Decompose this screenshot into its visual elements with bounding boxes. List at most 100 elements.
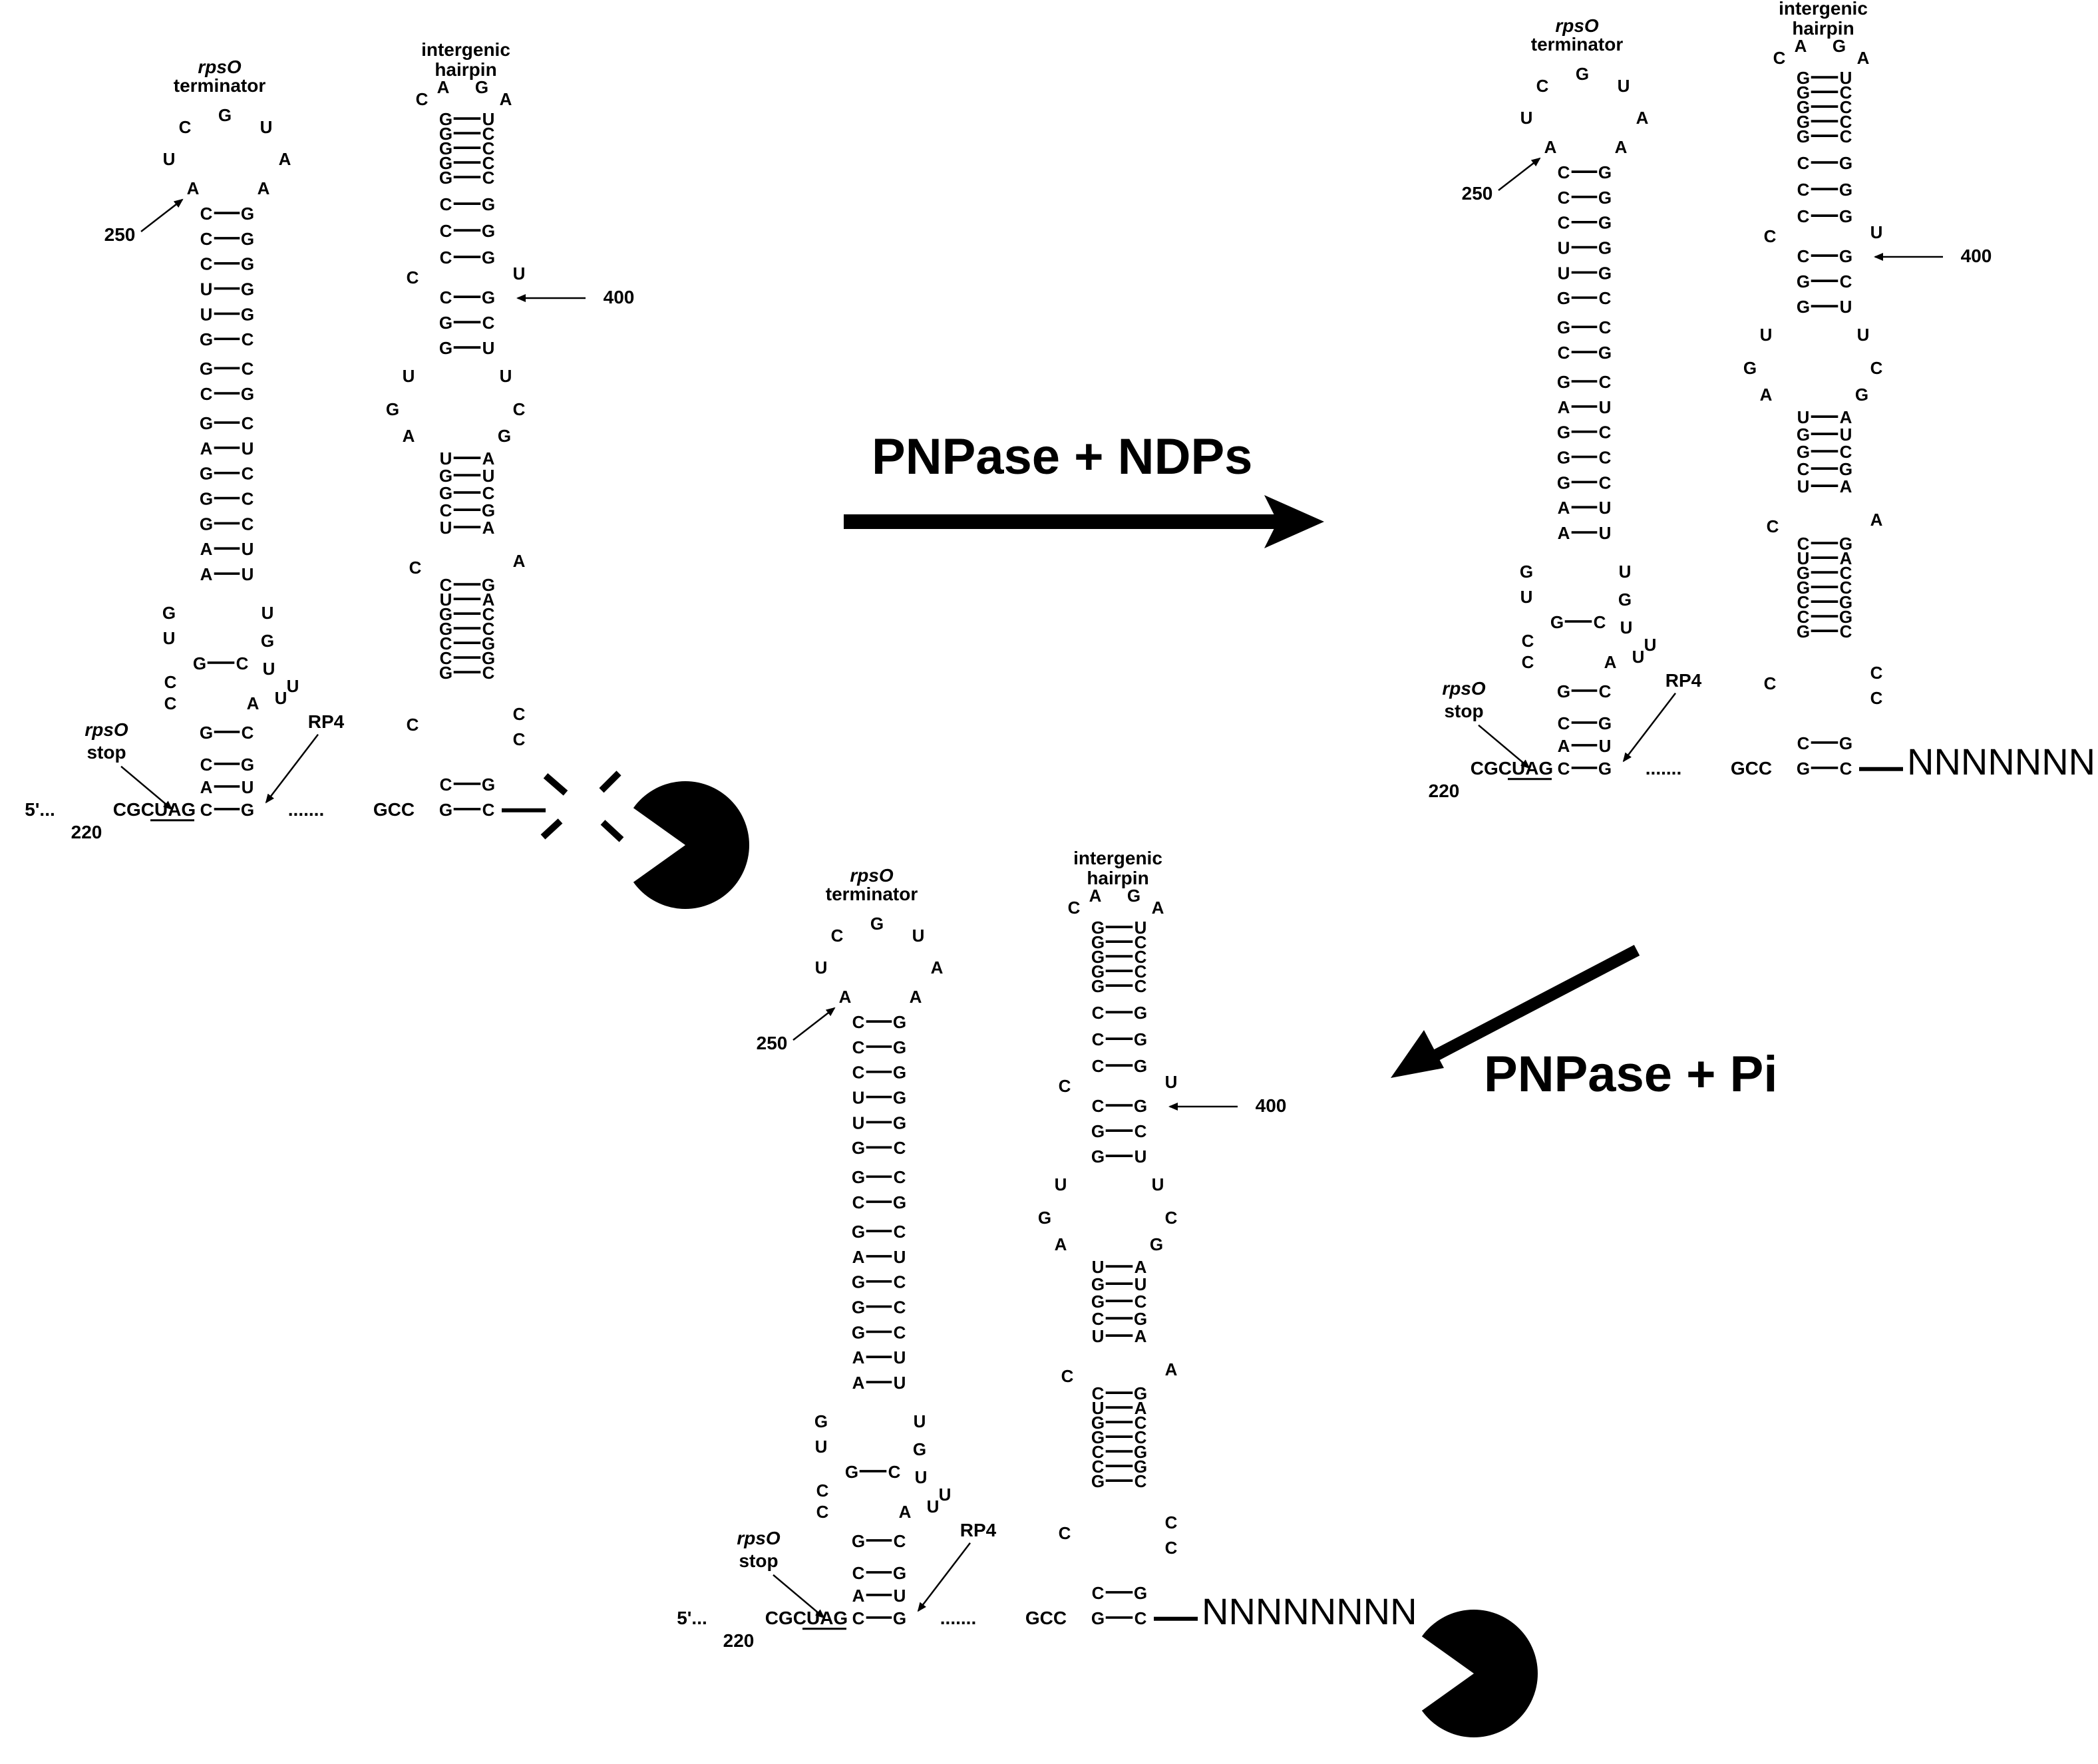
nucleotide: C xyxy=(200,384,213,404)
nucleotide: U xyxy=(1092,1326,1105,1346)
nucleotide: A xyxy=(1152,898,1164,918)
nucleotide: U xyxy=(1165,1072,1178,1092)
nucleotide: C xyxy=(1135,1427,1147,1447)
nucleotide: C xyxy=(1135,1413,1147,1433)
nucleotide: A xyxy=(482,448,495,468)
nucleotide: C xyxy=(852,1192,865,1212)
nucleotide: G xyxy=(1550,612,1564,632)
start-sequence: CGCUAG xyxy=(1471,758,1553,779)
terminator-label-rpso: rpsO xyxy=(1555,15,1599,36)
nucleotide: C xyxy=(1840,442,1852,462)
nucleotide: C xyxy=(1536,76,1549,96)
nucleotide: U xyxy=(894,1247,906,1267)
position-220-label: 220 xyxy=(723,1630,755,1651)
nucleotide: A xyxy=(1840,548,1852,568)
nucleotide: G xyxy=(1797,112,1810,132)
nucleotide: C xyxy=(513,704,526,724)
terminator-label-rpso: rpsO xyxy=(198,57,242,77)
nucleotide: G xyxy=(1134,1029,1147,1049)
nucleotide: C xyxy=(409,558,422,578)
nucleotide: U xyxy=(1797,548,1810,568)
nucleotide: G xyxy=(852,1272,865,1292)
nucleotide: G xyxy=(200,413,213,433)
nucleotide: G xyxy=(1091,1413,1105,1433)
nucleotide: C xyxy=(894,1138,906,1158)
nucleotide: C xyxy=(440,575,452,595)
nucleotide: G xyxy=(852,1138,865,1158)
nucleotide: C xyxy=(894,1167,906,1187)
rp4-pointer xyxy=(265,734,319,804)
nucleotide: U xyxy=(852,1113,865,1133)
terminator-label: terminator xyxy=(826,884,918,904)
terminator-label: terminator xyxy=(174,75,266,96)
start-sequence: CGCUAG xyxy=(113,799,196,820)
nucleotide: G xyxy=(1797,578,1810,598)
nucleotide: C xyxy=(1558,213,1570,233)
nucleotide: C xyxy=(200,755,213,775)
nucleotide: G xyxy=(1091,962,1105,981)
nucleotide: C xyxy=(1061,1366,1074,1386)
nucleotide: U xyxy=(912,926,925,946)
nucleotide: G xyxy=(1150,1234,1163,1254)
nucleotide: A xyxy=(187,178,200,198)
nucleotide: G xyxy=(1091,976,1105,996)
nucleotide: C xyxy=(440,500,452,520)
nucleotide: C xyxy=(513,729,526,749)
pnpase-enzyme-icon xyxy=(633,781,750,910)
nucleotide: G xyxy=(893,1608,906,1628)
nucleotide: C xyxy=(888,1462,901,1482)
nucleotide: U xyxy=(260,117,273,137)
nucleotide: C xyxy=(1135,1292,1147,1312)
nucleotide: G xyxy=(439,483,452,503)
nucleotide: G xyxy=(439,109,452,129)
nucleotide: U xyxy=(1092,1257,1105,1277)
nucleotide: A xyxy=(1615,137,1628,157)
nucleotide: G xyxy=(1576,64,1589,84)
nucleotide: G xyxy=(439,663,452,683)
nucleotide: C xyxy=(1599,372,1612,392)
nucleotide: C xyxy=(242,464,254,484)
nucleotide: U xyxy=(1599,498,1612,518)
nucleotide: C xyxy=(1840,97,1852,117)
nucleotide: C xyxy=(1135,947,1147,967)
nucleotide: C xyxy=(1594,612,1606,632)
nucleotide: G xyxy=(1520,562,1533,582)
nucleotide: G xyxy=(1134,1003,1147,1023)
nucleotide: A xyxy=(1558,523,1570,543)
nucleotide: A xyxy=(852,1586,865,1606)
nucleotide: G xyxy=(1134,1457,1147,1477)
nucleotide: U xyxy=(915,1467,928,1487)
nucleotide: G xyxy=(1134,1383,1147,1403)
nucleotide: G xyxy=(1797,442,1810,462)
terminator-label: terminator xyxy=(1531,34,1624,55)
nucleotide: C xyxy=(852,1063,865,1083)
nucleotide: C xyxy=(1599,681,1612,701)
nucleotide: G xyxy=(893,1113,906,1133)
nucleotide: G xyxy=(1134,1096,1147,1116)
nucleotide: G xyxy=(852,1322,865,1342)
nucleotide: C xyxy=(482,138,495,158)
stop-label: stop xyxy=(87,742,126,763)
nucleotide: G xyxy=(913,1439,926,1459)
reaction-label-polymerization: PNPase + Pi xyxy=(1484,1046,1778,1103)
hairpin-label-intergenic: intergenic xyxy=(421,39,510,60)
nucleotide: G xyxy=(193,653,206,673)
nucleotide: C xyxy=(1558,188,1570,208)
nucleotide: U xyxy=(927,1497,940,1516)
nucleotide: C xyxy=(1092,1442,1105,1462)
nucleotide: C xyxy=(894,1531,906,1551)
nucleotide: C xyxy=(1092,1309,1105,1329)
nucleotide: G xyxy=(1557,447,1570,467)
nucleotide: G xyxy=(1598,162,1612,182)
nucleotide: C xyxy=(407,267,419,287)
nucleotide: G xyxy=(1797,68,1810,88)
nucleotide: G xyxy=(1797,271,1810,291)
nucleotide: C xyxy=(242,723,254,743)
reaction-label-degradation: PNPase + NDPs xyxy=(872,429,1252,485)
nucleotide: C xyxy=(513,399,526,419)
reaction-arrow-degradation: PNPase + NDPs xyxy=(844,429,1324,548)
nucleotide: G xyxy=(893,1063,906,1083)
nucleotide: U xyxy=(1135,1274,1147,1294)
nucleotide: C xyxy=(1870,688,1883,708)
nucleotide: A xyxy=(258,178,270,198)
